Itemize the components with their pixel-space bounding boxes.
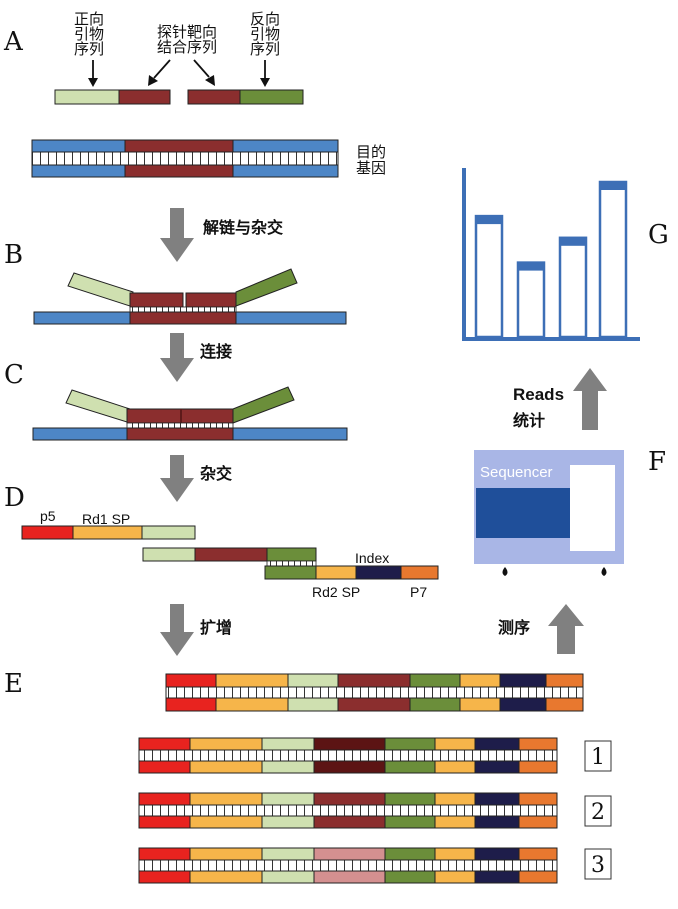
chart-bar-cap-2 [518, 262, 544, 271]
arrow-hybridize [160, 455, 194, 502]
rev-primer-label-2: 引物 [250, 25, 280, 43]
chart-bar-1 [474, 214, 504, 339]
amplicon-main [165, 673, 584, 712]
step-hybridize-label: 杂交 [200, 464, 232, 483]
fwd-primer-label-1: 正向 [74, 10, 104, 28]
amplicon-3 [138, 847, 558, 884]
panel-label-g: G [648, 220, 669, 250]
panel-f-sequencer: Sequencer [474, 450, 624, 576]
p7-label: P7 [410, 584, 427, 600]
fwd-primer-label-3: 序列 [74, 40, 104, 58]
probe-middle [194, 547, 268, 562]
sample-number-3: 3 [591, 853, 605, 878]
probe-fwd-end [142, 547, 196, 562]
probe-rev-end [266, 547, 317, 562]
panel-label-e: E [4, 669, 23, 699]
rev-primer-label-1: 反向 [250, 10, 280, 28]
step-amplify-label: 扩增 [200, 618, 232, 637]
probe-left-bound [129, 292, 184, 308]
panel-b-hybridized [33, 268, 347, 325]
chart-bar-cap-1 [476, 216, 502, 225]
fwd-primer-adapter [141, 525, 196, 540]
fwd-primer-segment [54, 89, 120, 105]
step-denature-label: 解链与杂交 [203, 218, 283, 237]
rev-primer-adapter [264, 565, 317, 580]
sequencer-door [570, 465, 615, 551]
target-gene-label-1: 目的 [356, 143, 386, 161]
fwd-primer-label-2: 引物 [74, 25, 104, 43]
fwd-primer-flap [67, 272, 134, 307]
probe-target-label-2: 结合序列 [157, 38, 217, 56]
p5-segment [21, 525, 74, 540]
panel-label-b: B [4, 240, 23, 270]
target-gene-label-2: 基因 [356, 159, 386, 177]
panel-label-d: D [4, 483, 25, 513]
sample-box-2 [584, 795, 612, 827]
rev-primer-flap [235, 268, 298, 307]
step-ligate-label: 连接 [200, 342, 232, 361]
panel-g-bar-chart [462, 168, 640, 341]
arrow-amplify [160, 604, 194, 656]
sample-number-2: 2 [591, 800, 605, 825]
probe-target-label-1: 探针靶向 [157, 23, 217, 41]
probe-right-arm [187, 89, 241, 105]
sample-number-1: 1 [591, 745, 605, 770]
reads-label: Reads [513, 385, 564, 404]
arrow-reads [573, 368, 607, 430]
sample-box-3 [584, 848, 612, 880]
probe-left-arm [118, 89, 171, 105]
rd1sp-segment [72, 525, 143, 540]
step-arrows [160, 208, 607, 656]
probe-right-bound [185, 292, 237, 308]
reads-stat-label: 统计 [513, 411, 545, 430]
rev-primer-segment [239, 89, 304, 105]
arrow-ligate [160, 333, 194, 382]
sequencer-label: Sequencer [480, 464, 553, 481]
rd1sp-label: Rd1 SP [82, 511, 130, 527]
panel-d-adapters: p5 Rd1 SP Index Rd2 SP P7 [21, 508, 439, 600]
arrow-sequence [548, 604, 584, 654]
chart-bar-cap-3 [560, 237, 586, 246]
amplicon-2 [138, 792, 558, 829]
pointer-arrows [88, 59, 270, 87]
index-label: Index [355, 550, 389, 566]
panel-c-ligated [32, 386, 348, 441]
target-gene-dsdna [31, 139, 339, 178]
chart-bar-4 [598, 180, 628, 339]
rev-primer-label-3: 序列 [250, 40, 280, 58]
chart-bar-2 [516, 261, 546, 339]
panel-label-a: A [3, 27, 24, 57]
panel-label-c: C [4, 360, 24, 390]
sequencer-foot-left [502, 567, 508, 576]
rd2sp-segment [315, 565, 357, 580]
rev-primer-flap-c [232, 386, 295, 424]
p5-label: p5 [40, 508, 56, 524]
panel-label-f: F [648, 447, 666, 477]
chart-bar-cap-4 [600, 182, 626, 190]
chart-bar-3 [558, 236, 588, 339]
panel-a: 正向 引物 序列 探针靶向 结合序列 反向 引物 序列 目的 基因 [31, 10, 386, 178]
arrow-denature [160, 208, 194, 262]
panel-e-amplicons: 1 2 [138, 673, 612, 884]
rd2sp-label: Rd2 SP [312, 584, 360, 600]
sequencer-foot-right [601, 567, 607, 576]
fwd-primer-flap-c [65, 389, 131, 423]
sequencer-screen [476, 488, 570, 538]
sample-box-1 [584, 740, 612, 772]
step-sequence-label: 测序 [498, 618, 530, 637]
index-segment [355, 565, 402, 580]
amplicon-1 [138, 737, 558, 774]
p7-segment [400, 565, 439, 580]
